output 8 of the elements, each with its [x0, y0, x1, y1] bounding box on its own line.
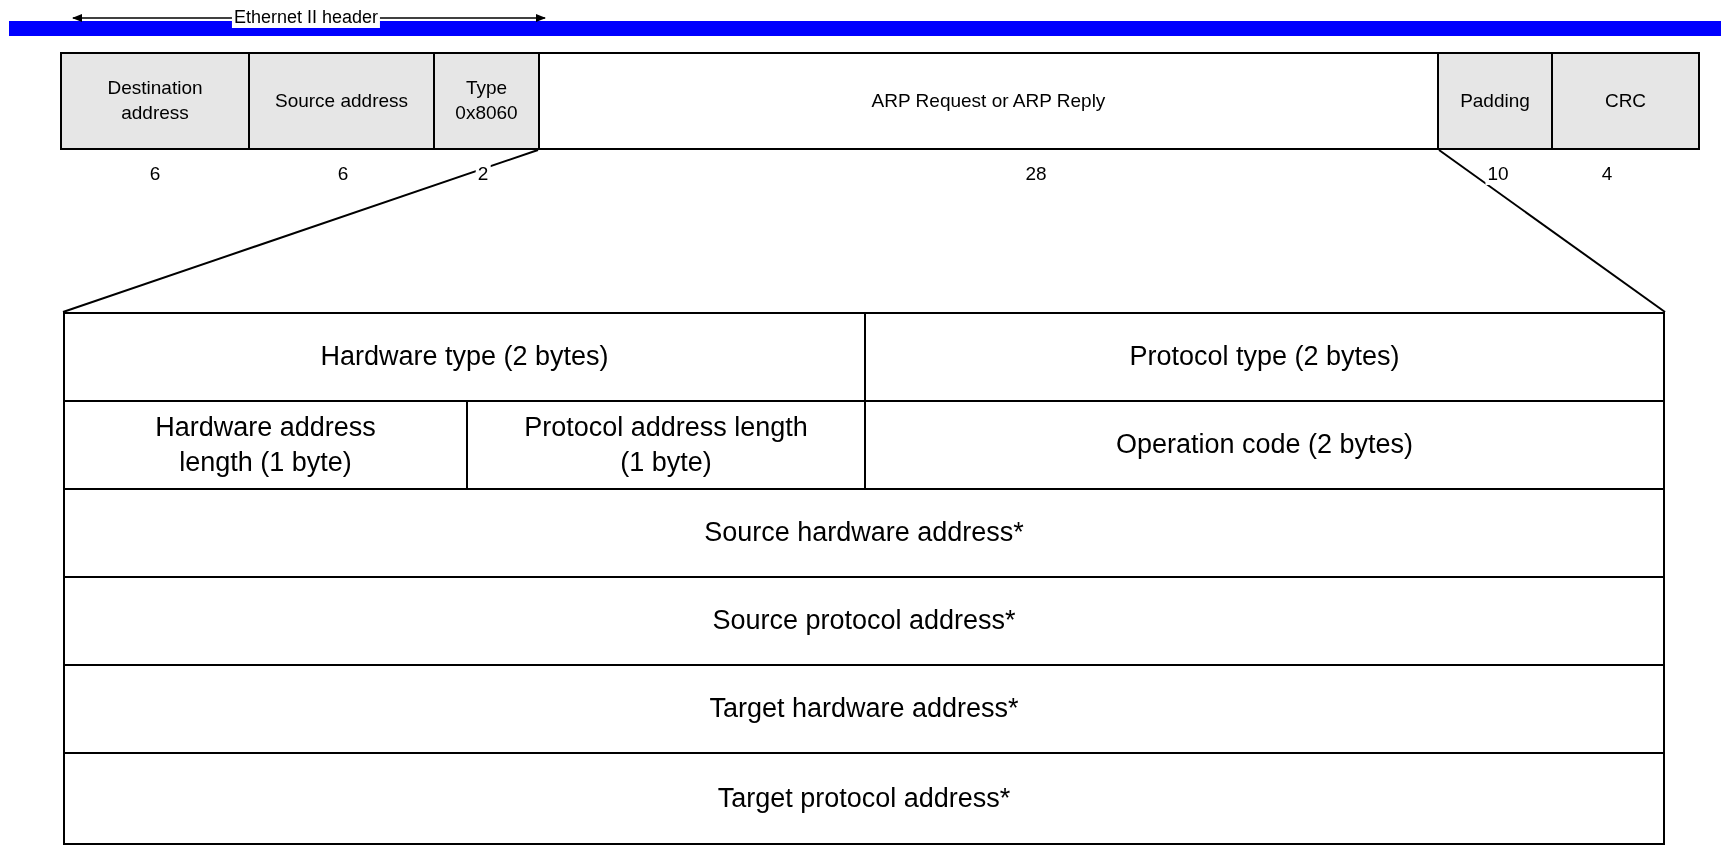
- frame-field-box: Padding: [1437, 52, 1553, 150]
- frame-field-box: ARP Request or ARP Reply: [538, 52, 1439, 150]
- frame-field-box: Destination address: [60, 52, 250, 150]
- frame-field-box: CRC: [1551, 52, 1700, 150]
- expansion-line: [1438, 149, 1666, 313]
- frame-field-box: Type 0x8060: [433, 52, 540, 150]
- expansion-line: [62, 149, 539, 313]
- frame-field-box: Source address: [248, 52, 435, 150]
